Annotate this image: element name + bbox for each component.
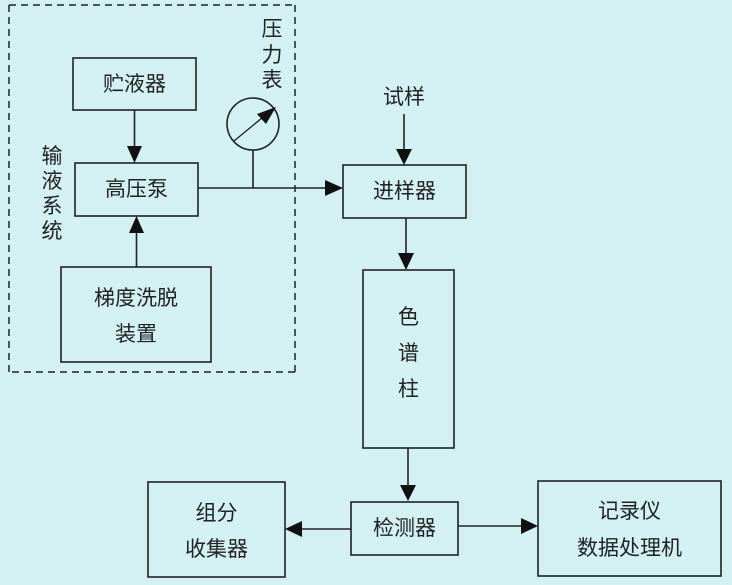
group-label-char: 统 <box>42 219 63 243</box>
collector-label-line2: 收集器 <box>185 537 248 561</box>
arrowhead-down-icon <box>400 485 416 501</box>
arrowhead-up-icon <box>129 216 144 233</box>
column-label-char: 色 <box>398 305 419 329</box>
group-label-fluid-delivery: 输 液 系 统 <box>42 144 63 243</box>
gauge-dial <box>226 97 280 151</box>
node-fraction-collector: 组分 收集器 <box>147 481 286 578</box>
node-gradient-elution: 梯度洗脱 装置 <box>60 266 212 363</box>
recorder-label-line1: 记录仪 <box>598 499 661 523</box>
arrowhead-left-icon <box>285 521 302 537</box>
gauge-label-char: 压 <box>262 17 283 41</box>
arrowhead-down-icon <box>127 146 142 163</box>
group-label-char: 液 <box>42 169 63 193</box>
collector-label-line1: 组分 <box>196 501 238 525</box>
gradient-label-line1: 梯度洗脱 <box>94 286 178 310</box>
gauge-needle-arrowhead <box>257 107 276 124</box>
gauge-label-char: 表 <box>262 68 283 92</box>
column-label-char: 柱 <box>398 377 419 401</box>
node-injector: 进样器 <box>342 164 467 219</box>
node-recorder: 记录仪 数据处理机 <box>537 480 722 577</box>
injector-box <box>342 164 467 219</box>
group-label-char: 输 <box>42 144 63 168</box>
gradient-label-line2: 装置 <box>115 322 157 346</box>
arrowhead-right-icon <box>521 518 538 534</box>
node-reservoir: 贮液器 <box>72 57 197 111</box>
column-label-char: 谱 <box>398 341 419 365</box>
detector-label: 检测器 <box>373 516 436 540</box>
sample-label: 试样 <box>383 85 425 109</box>
node-column: 色 谱 柱 <box>362 269 455 449</box>
injector-label: 进样器 <box>373 179 436 203</box>
recorder-box <box>537 480 722 577</box>
collector-box <box>147 481 286 578</box>
pressure-gauge-icon <box>226 97 280 188</box>
gauge-label-char: 力 <box>262 43 283 67</box>
node-detector: 检测器 <box>350 501 459 556</box>
reservoir-label: 贮液器 <box>103 72 166 96</box>
group-label-char: 系 <box>42 194 63 218</box>
node-pump: 高压泵 <box>74 162 199 217</box>
arrowhead-down-icon <box>396 149 412 165</box>
gauge-label: 压 力 表 <box>262 17 283 92</box>
pump-label: 高压泵 <box>105 177 168 201</box>
gradient-box <box>60 266 212 363</box>
arrowhead-down-icon <box>398 253 414 270</box>
recorder-label-line2: 数据处理机 <box>577 536 682 560</box>
arrowhead-right-icon <box>325 180 343 196</box>
